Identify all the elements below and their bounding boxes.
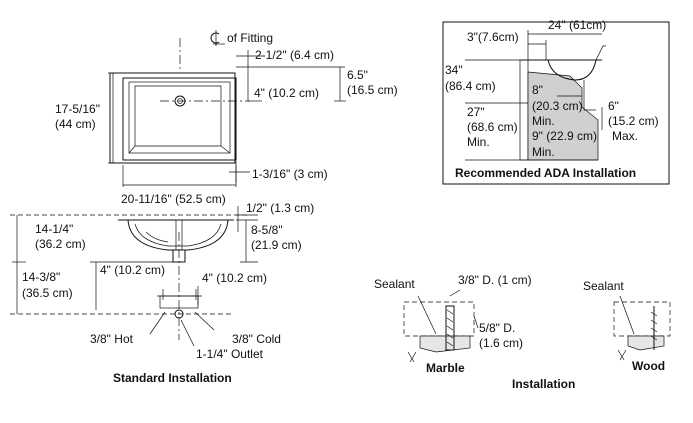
- label-4-left: 4" (10.2 cm): [100, 263, 165, 277]
- ada-label-9: 9" (22.9 cm): [532, 129, 597, 143]
- ada-label-max: Max.: [612, 129, 638, 143]
- ada-label-8: 8": [532, 83, 543, 97]
- label-36-2: (36.2 cm): [35, 237, 86, 251]
- ada-label-min-a: Min.: [467, 135, 490, 149]
- label-1-6: (1.6 cm): [479, 336, 523, 350]
- label-14-3-8: 14-3/8": [22, 270, 60, 284]
- side-view-sink: [10, 214, 250, 340]
- ada-label-24: 24" (61cm): [548, 18, 606, 32]
- ada-label-68-6: (68.6 cm): [467, 120, 518, 134]
- label-6-5: 6.5": [347, 68, 368, 82]
- ada-label-3: 3"(7.6cm): [467, 30, 519, 44]
- sealant-right-label: Sealant: [583, 279, 624, 293]
- wood-label: Wood: [632, 359, 665, 373]
- label-21-9: (21.9 cm): [251, 238, 302, 252]
- marble-label: Marble: [426, 361, 465, 375]
- ada-label-min-c: Min.: [532, 145, 555, 159]
- wood-detail: [613, 295, 671, 361]
- label-20-11-16: 20-11/16" (52.5 cm): [121, 192, 226, 206]
- label-44: (44 cm): [55, 117, 96, 131]
- label-36-5: (36.5 cm): [22, 286, 73, 300]
- label-14-1-4: 14-1/4": [35, 222, 73, 236]
- ada-label-27: 27": [467, 105, 485, 119]
- label-16-5: (16.5 cm): [347, 83, 398, 97]
- ada-panel: [442, 21, 670, 185]
- ada-label-20-3: (20.3 cm): [532, 99, 583, 113]
- label-cold: 3/8" Cold: [232, 332, 281, 346]
- label-1-3-16: 1-3/16" (3 cm): [252, 167, 328, 181]
- ada-label-6: 6": [608, 99, 619, 113]
- centerline-symbol: [210, 30, 225, 46]
- standard-installation-title: Standard Installation: [113, 371, 232, 385]
- label-4-right: 4" (10.2 cm): [202, 271, 267, 285]
- ada-label-34: 34": [445, 63, 463, 77]
- ada-title: Recommended ADA Installation: [455, 166, 636, 180]
- top-view-dimensions: [108, 50, 346, 187]
- ada-label-min-b: Min.: [532, 114, 555, 128]
- label-hot: 3/8" Hot: [90, 332, 134, 346]
- label-1-2: 1/2" (1.3 cm): [246, 201, 314, 215]
- ada-label-86-4: (86.4 cm): [445, 79, 496, 93]
- installation-label: Installation: [512, 377, 575, 391]
- label-8-5-8: 8-5/8": [251, 223, 283, 237]
- label-cl-fitting: of Fitting: [227, 31, 273, 45]
- label-17-5-16: 17-5/16": [55, 102, 100, 116]
- top-view-sink: [109, 38, 250, 164]
- label-4-top: 4" (10.2 cm): [254, 86, 319, 100]
- ada-label-15-2: (15.2 cm): [608, 114, 659, 128]
- label-5-8-d: 5/8" D.: [479, 321, 515, 335]
- label-outlet: 1-1/4" Outlet: [196, 347, 264, 361]
- side-view-dimensions: [12, 206, 258, 347]
- label-2-1-2: 2-1/2" (6.4 cm): [255, 48, 334, 62]
- sealant-left-label: Sealant: [374, 277, 415, 291]
- marble-detail: [403, 289, 479, 363]
- label-3-8-d: 3/8" D. (1 cm): [458, 273, 532, 287]
